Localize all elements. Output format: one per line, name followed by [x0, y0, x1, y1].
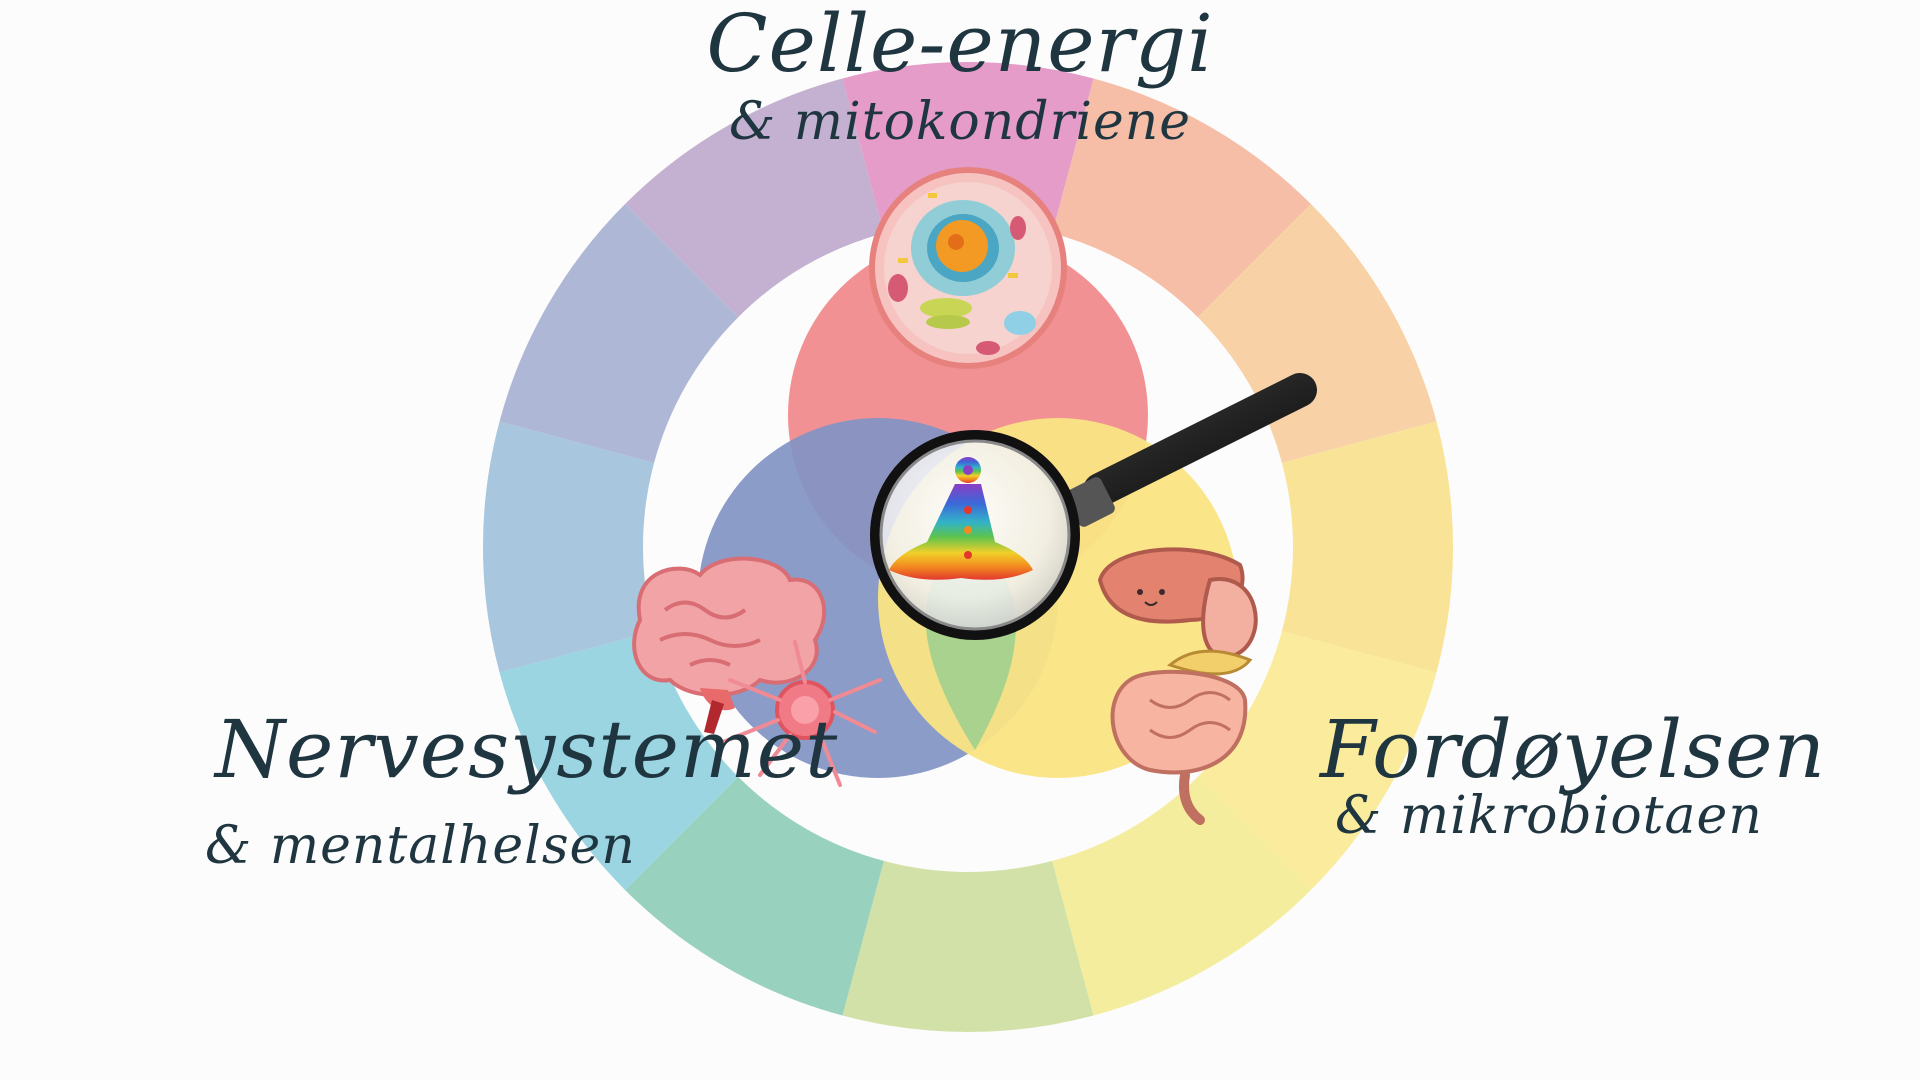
wheel-segment	[1052, 78, 1311, 318]
wheel-segment	[483, 421, 655, 673]
wheel-segment	[1197, 631, 1437, 890]
wheel-segment	[499, 204, 739, 463]
wheel-segment	[625, 776, 884, 1016]
label-nervous-system-title: Nervesystemet	[215, 703, 839, 796]
wheel-segment	[625, 78, 884, 318]
wheel-segment	[1281, 421, 1453, 673]
cell-icon	[869, 167, 1067, 369]
label-digestion-title: Fordøyelsen	[1320, 703, 1826, 796]
wheel-segment	[499, 631, 739, 890]
wheel-segment	[842, 860, 1094, 1032]
label-digestion-subtitle: & mikrobiotaen	[1335, 786, 1763, 846]
magnifier-meditation-icon	[870, 373, 1317, 640]
brain-neuron-icon	[632, 556, 882, 787]
digestive-organs-icon	[1097, 547, 1258, 825]
color-wheel-ring	[483, 62, 1453, 1032]
label-cell-energy: Celle-energi & mitokondriene	[0, 0, 1920, 150]
label-cell-energy-subtitle: & mitokondriene	[728, 92, 1192, 152]
label-cell-energy-title: Celle-energi	[706, 0, 1214, 90]
label-nervous-system-subtitle: & mentalhelsen	[205, 816, 636, 876]
wheel-segment	[1052, 776, 1311, 1016]
